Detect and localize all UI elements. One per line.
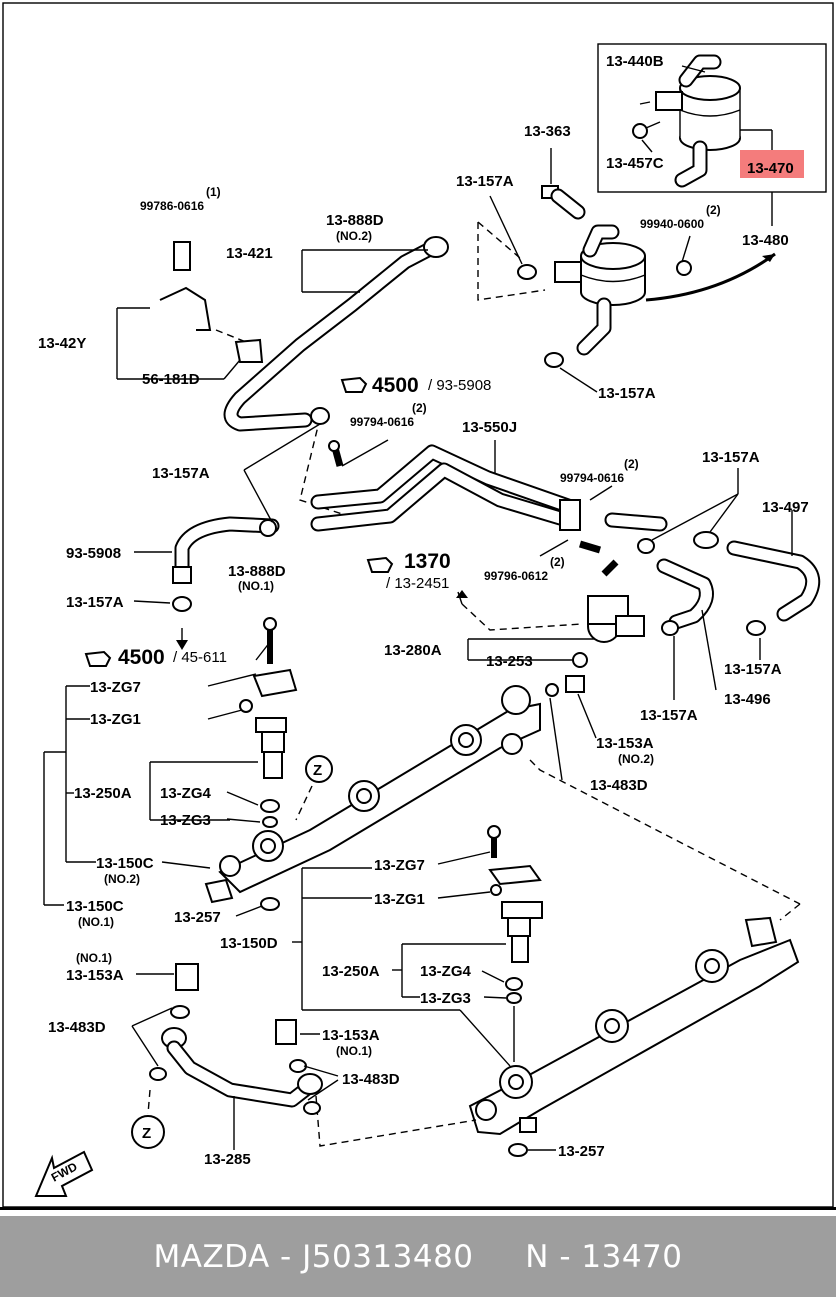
label-13-153a: 13-153A (322, 1027, 380, 1044)
label-13-550j: 13-550J (462, 419, 517, 436)
label-99794-0616: 99794-0616 (350, 415, 414, 429)
label-no1: (NO.1) (76, 951, 112, 965)
parts-diagram: 13-440B 13-457C 13-470 13-480 13-363 13-… (2, 2, 834, 1208)
label-13-157a: 13-157A (598, 385, 656, 402)
canister-main (541, 185, 776, 356)
label-13-457c: 13-457C (606, 155, 664, 172)
highlight-box (740, 150, 804, 178)
label-13-zg3: 13-ZG3 (160, 812, 211, 829)
label-13-470: 13-470 (747, 160, 794, 177)
label-no2: (NO.2) (618, 752, 654, 766)
label-1370: 1370 (404, 550, 451, 573)
label-13-zg1: 13-ZG1 (90, 711, 141, 728)
label-99796-0612: 99796-0612 (484, 569, 548, 583)
label-13-150c: 13-150C (96, 855, 154, 872)
label-13-150d: 13-150D (220, 935, 278, 952)
label-13-888d: 13-888D (228, 563, 286, 580)
label-13-157a: 13-157A (456, 173, 514, 190)
label-13-zg4: 13-ZG4 (160, 785, 212, 802)
label-13-150c: 13-150C (66, 898, 124, 915)
injector-lower (487, 825, 543, 1004)
label-13-421: 13-421 (226, 245, 273, 262)
label-93-5908: 93-5908 (66, 545, 121, 562)
label-13-257: 13-257 (174, 909, 221, 926)
label-13-497: 13-497 (762, 499, 809, 516)
label-99786-0616: 99786-0616 (140, 199, 204, 213)
pointer-icon (366, 556, 394, 573)
label-13-zg7: 13-ZG7 (374, 857, 425, 874)
label-13-zg4: 13-ZG4 (420, 963, 472, 980)
footer-caption: MAZDA - J50313480 N - 13470 (153, 1238, 683, 1275)
label-13-483d: 13-483D (48, 1019, 106, 1036)
label-no1: (NO.1) (336, 1044, 372, 1058)
label-13-440b: 13-440B (606, 53, 664, 70)
label-13-zg1: 13-ZG1 (374, 891, 425, 908)
label-no1: (NO.1) (238, 579, 274, 593)
label-qty: (2) (550, 555, 565, 569)
footer-bar: MAZDA - J50313480 N - 13470 (0, 1216, 836, 1297)
label-no2: (NO.2) (336, 229, 372, 243)
label-13-280a: 13-280A (384, 642, 442, 659)
pressure-regulator (545, 595, 645, 697)
label-13-253: 13-253 (486, 653, 533, 670)
label-99794-0616: 99794-0616 (560, 471, 624, 485)
label-56-181d: 56-181D (142, 371, 200, 388)
label-13-157a: 13-157A (702, 449, 760, 466)
hose-93-5908 (172, 516, 280, 612)
label-13-257: 13-257 (558, 1143, 605, 1160)
pointer-icon (340, 376, 368, 393)
label-13-157a: 13-157A (66, 594, 124, 611)
label-qty: (2) (624, 457, 639, 471)
label-13-157a: 13-157A (724, 661, 782, 678)
marker-z: Z (313, 762, 322, 779)
pointer-icon (84, 650, 112, 667)
label-99940-0600: 99940-0600 (640, 217, 704, 231)
label-13-42y: 13-42Y (38, 335, 86, 352)
label-4500: 4500 (118, 646, 165, 669)
label-13-2451: / 13-2451 (386, 575, 449, 592)
label-13-250a: 13-250A (322, 963, 380, 980)
label-13-483d: 13-483D (342, 1071, 400, 1088)
label-13-483d: 13-483D (590, 777, 648, 794)
label-13-496: 13-496 (724, 691, 771, 708)
bracket-13-42y (159, 241, 264, 363)
label-13-157a: 13-157A (152, 465, 210, 482)
label-13-888d: 13-888D (326, 212, 384, 229)
label-13-157a: 13-157A (640, 707, 698, 724)
inset-frame (597, 43, 827, 193)
bolts (328, 440, 619, 577)
label-13-480: 13-480 (742, 232, 789, 249)
label-93-5908: / 93-5908 (428, 377, 491, 394)
label-13-zg7: 13-ZG7 (90, 679, 141, 696)
fwd-arrow (34, 1150, 94, 1197)
pipe-13-550j (310, 444, 581, 532)
pipe-13-285 (149, 963, 323, 1115)
label-13-153a: 13-153A (596, 735, 654, 752)
label-qty: (2) (412, 401, 427, 415)
hoses-right (604, 512, 821, 636)
label-13-153a: 13-153A (66, 967, 124, 984)
marker-z: Z (142, 1125, 151, 1142)
injector-upper (239, 617, 298, 828)
label-13-250a: 13-250A (74, 785, 132, 802)
label-13-363: 13-363 (524, 123, 571, 140)
label-13-285: 13-285 (204, 1151, 251, 1168)
footer-divider (0, 1207, 836, 1210)
fuel-rail-lower (468, 916, 800, 1136)
label-4500: 4500 (372, 374, 419, 397)
fuel-rail-upper (204, 685, 541, 904)
label-qty: (1) (206, 185, 221, 199)
label-45-611: / 45-611 (173, 649, 227, 666)
label-no1: (NO.1) (78, 915, 114, 929)
label-qty: (2) (706, 203, 721, 217)
label-13-zg3: 13-ZG3 (420, 990, 471, 1007)
canister-inset (597, 43, 827, 193)
label-no2: (NO.2) (104, 872, 140, 886)
hose-13-421 (223, 236, 449, 432)
